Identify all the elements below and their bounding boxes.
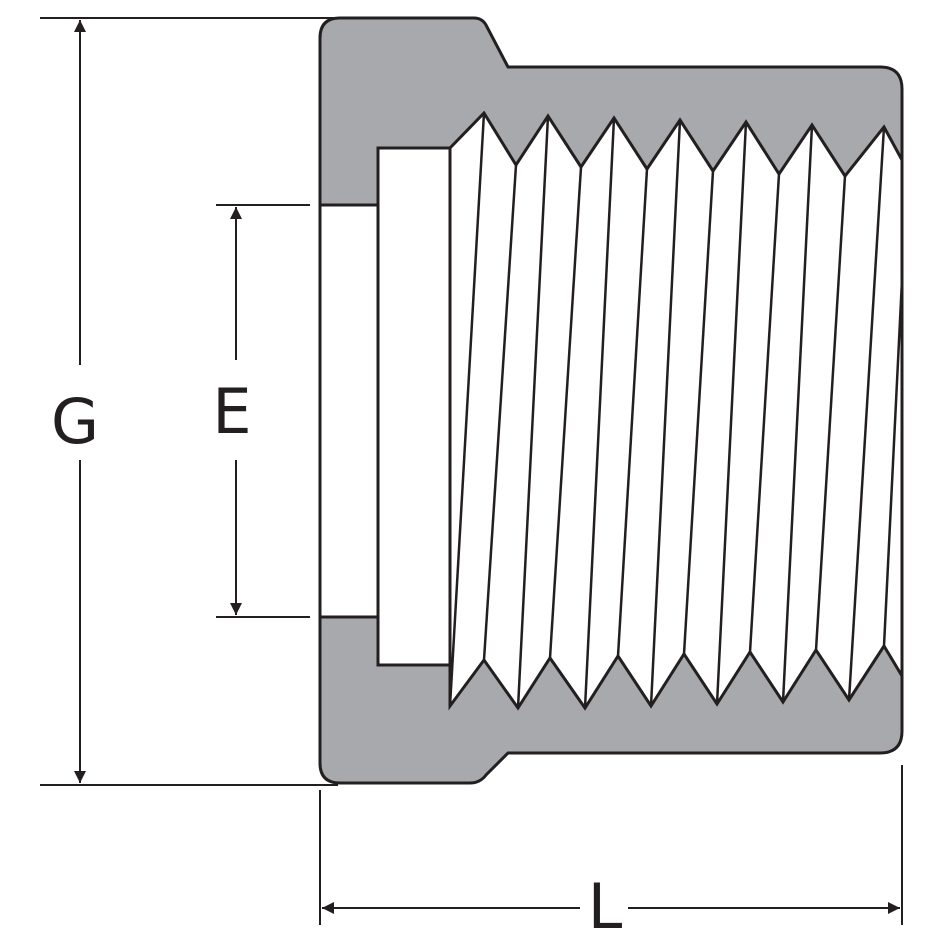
dimension-g: G <box>40 17 338 786</box>
thread-line <box>516 115 550 709</box>
thread-line <box>814 175 847 651</box>
thread-line <box>847 126 886 701</box>
label-e: E <box>212 375 251 448</box>
thread-line <box>748 173 781 653</box>
thread-line <box>882 279 904 647</box>
thread-line <box>482 164 518 661</box>
inner-bore <box>318 146 452 667</box>
thread-line <box>548 166 583 659</box>
dimension-e: E <box>212 204 310 618</box>
label-l: L <box>588 870 623 943</box>
thread-line <box>583 117 616 709</box>
thread-line <box>616 168 649 657</box>
thread-line <box>715 121 748 705</box>
thread-line <box>448 112 486 707</box>
thread-line <box>682 170 715 655</box>
thread-lines <box>448 112 904 709</box>
label-g: G <box>51 385 99 458</box>
dimension-l: L <box>319 765 903 943</box>
thread-line <box>649 119 682 707</box>
thread-line <box>781 124 814 703</box>
